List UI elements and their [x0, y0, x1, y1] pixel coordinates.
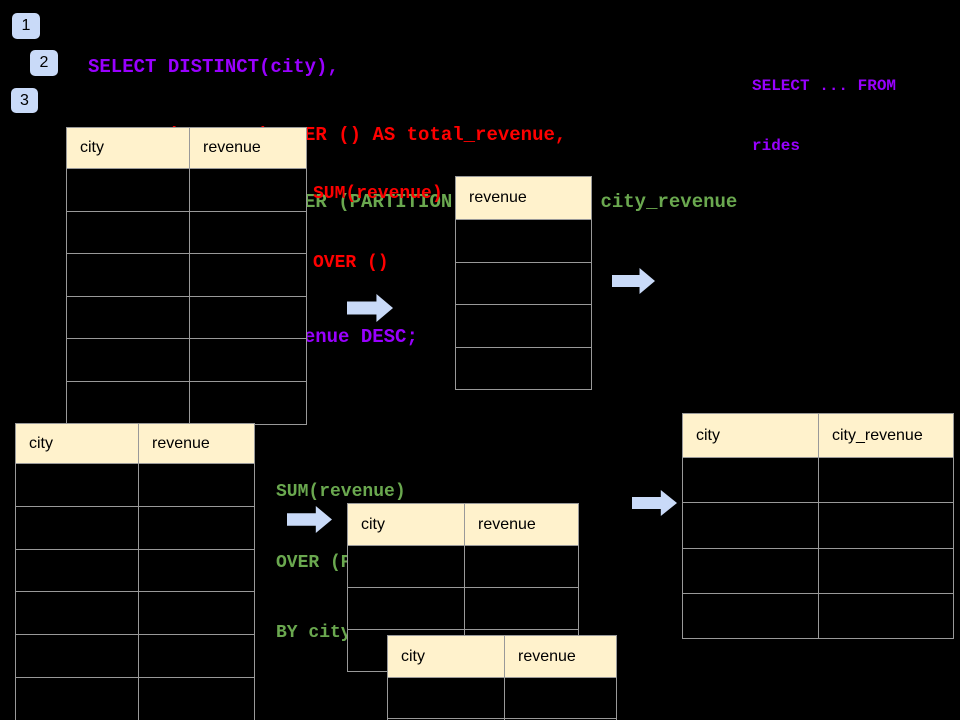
table-cell-empty	[190, 211, 306, 254]
arrow-right-icon	[632, 490, 677, 516]
table-cell-empty	[190, 296, 306, 339]
table-cell-empty	[819, 548, 953, 593]
table-cell-empty	[456, 305, 591, 347]
table-cell-empty	[683, 503, 818, 548]
column-header-city: city	[683, 414, 818, 457]
table-cell-empty	[190, 339, 306, 381]
annotation-sum-over-empty: SUM(revenue) OVER ()	[313, 137, 443, 321]
table-cell-empty	[190, 381, 306, 424]
partition-table-b: city revenue	[387, 635, 617, 720]
source-table-rides-top: city revenue	[66, 127, 307, 425]
table-cell-empty	[16, 592, 138, 635]
city-revenue-result-table: city city_revenue	[682, 413, 954, 640]
side-note-line-1: SELECT ... FROM	[752, 77, 897, 95]
table-cell-empty	[139, 677, 254, 720]
step-badge-2: 2	[30, 50, 58, 76]
table-cell-empty	[683, 548, 818, 593]
select-from-rides-note: SELECT ... FROM rides	[752, 36, 896, 196]
column-header-city: city	[67, 128, 189, 168]
total-revenue-result-table: revenue	[455, 176, 592, 390]
column-header-revenue: revenue	[190, 128, 306, 168]
column-header-revenue: revenue	[139, 424, 254, 463]
annotation-line: SUM(revenue)	[313, 184, 443, 204]
table-cell-empty	[819, 503, 953, 548]
column-header-city-revenue: city_revenue	[819, 414, 953, 457]
table-cell-empty	[190, 254, 306, 296]
table-cell-empty	[465, 546, 578, 587]
column-header-revenue: revenue	[456, 177, 591, 219]
table-cell-empty	[456, 347, 591, 389]
table-cell-empty	[16, 677, 138, 720]
table-cell-empty	[819, 458, 953, 503]
table-cell-empty	[139, 549, 254, 592]
table-cell-empty	[16, 549, 138, 592]
table-cell-empty	[505, 678, 616, 718]
table-cell-empty	[139, 506, 254, 549]
table-cell-empty	[190, 169, 306, 211]
step-badge-3: 3	[11, 88, 38, 113]
table-cell-empty	[67, 211, 189, 254]
table-cell-empty	[139, 464, 254, 506]
annotation-line: OVER ()	[313, 253, 389, 273]
table-cell-empty	[16, 506, 138, 549]
table-cell-empty	[348, 588, 464, 629]
column-header-city: city	[348, 504, 464, 545]
table-cell-empty	[388, 678, 504, 718]
sql-line-select: SELECT DISTINCT(city),	[88, 56, 339, 78]
table-cell-empty	[456, 220, 591, 262]
step-badge-1: 1	[12, 13, 40, 39]
column-header-city: city	[16, 424, 138, 463]
table-cell-empty	[139, 635, 254, 677]
column-header-revenue: revenue	[505, 636, 616, 677]
table-cell-empty	[67, 169, 189, 211]
table-cell-empty	[348, 546, 464, 587]
column-header-revenue: revenue	[465, 504, 578, 545]
table-cell-empty	[16, 464, 138, 506]
source-table-rides-bottom: city revenue	[15, 423, 255, 720]
table-cell-empty	[67, 381, 189, 424]
table-cell-empty	[819, 593, 953, 639]
table-cell-empty	[456, 262, 591, 304]
table-cell-empty	[139, 592, 254, 635]
column-header-city: city	[388, 636, 504, 677]
annotation-line: SUM(revenue)	[276, 482, 406, 502]
table-cell-empty	[16, 635, 138, 677]
table-cell-empty	[465, 588, 578, 629]
table-cell-empty	[683, 593, 818, 639]
table-cell-empty	[67, 339, 189, 381]
table-cell-empty	[67, 254, 189, 296]
side-note-line-2: rides	[752, 137, 801, 155]
table-cell-empty	[67, 296, 189, 339]
table-cell-empty	[683, 458, 818, 503]
